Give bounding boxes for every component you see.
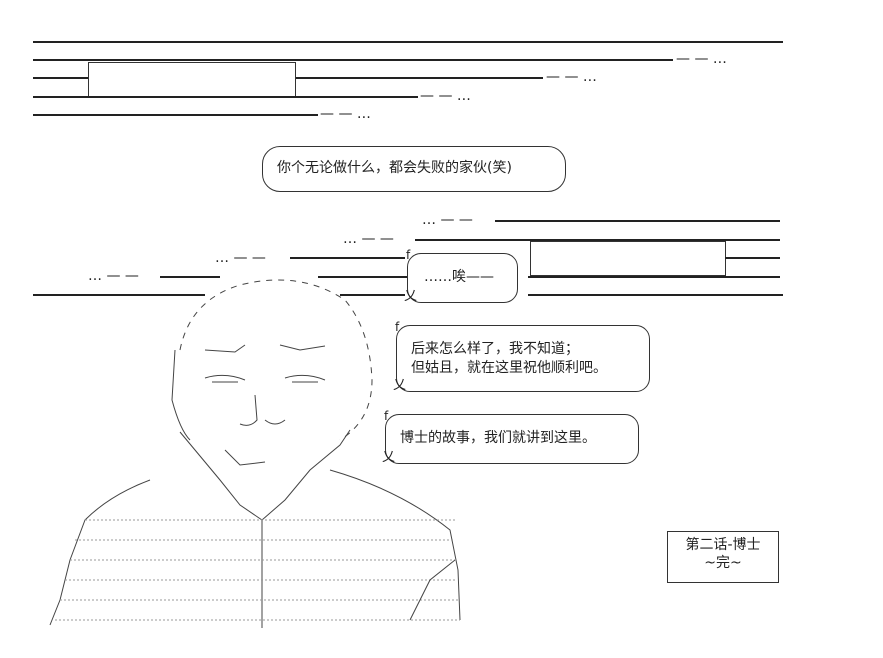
- divider-line: [33, 59, 673, 61]
- ellipsis-text: … — —: [215, 250, 266, 266]
- ellipsis-text: — — …: [420, 88, 471, 104]
- divider-line: [33, 294, 205, 296]
- divider-line: [33, 96, 418, 98]
- bubble-text: 博士的故事，我们就讲到这里。: [400, 430, 596, 446]
- divider-line: [318, 276, 408, 278]
- panel-box: [530, 241, 726, 276]
- ellipsis-text: — — …: [320, 106, 371, 122]
- bubble-tail-icon: 乂: [382, 450, 396, 465]
- divider-line: [33, 114, 318, 116]
- divider-line: [160, 276, 220, 278]
- bubble-text: 但姑且，就在这里祝他顺利吧。: [411, 360, 607, 376]
- bubble-mark-icon: f: [406, 248, 411, 262]
- divider-line: [495, 220, 780, 222]
- speech-bubble-main: 你个无论做什么，都会失败的家伙(笑): [262, 146, 566, 192]
- ellipsis-text: … — —: [343, 231, 394, 247]
- chapter-title: 第二话-博士: [685, 537, 761, 553]
- bubble-tail-icon: 乂: [404, 289, 418, 304]
- divider-line: [528, 294, 783, 296]
- chapter-end-label: ~完~: [704, 555, 742, 571]
- bubble-mark-icon: f: [384, 409, 389, 423]
- divider-line: [528, 276, 780, 278]
- divider-line: [290, 257, 405, 259]
- divider-line: [415, 239, 780, 241]
- speech-bubble-sigh: f ……唉—— 乂: [404, 248, 518, 304]
- bubble-tail-icon: 乂: [393, 378, 407, 393]
- ellipsis-text: … — —: [422, 212, 473, 228]
- bubble-text: ……唉——: [424, 269, 494, 285]
- ellipsis-text: — — …: [546, 69, 597, 85]
- speech-bubble-closing: f 博士的故事，我们就讲到这里。 乂: [382, 409, 639, 465]
- ellipsis-text: … — —: [88, 268, 139, 284]
- speech-bubble-narration: f 后来怎么样了，我不知道； 但姑且，就在这里祝他顺利吧。 乂: [393, 320, 650, 393]
- divider-line: [340, 294, 405, 296]
- bubble-mark-icon: f: [395, 320, 400, 334]
- ellipsis-text: — — …: [676, 51, 727, 67]
- divider-line: [725, 257, 780, 259]
- bubble-text: 后来怎么样了，我不知道；: [411, 341, 579, 357]
- chapter-end-box: 第二话-博士 ~完~: [667, 531, 779, 583]
- bubble-text: 你个无论做什么，都会失败的家伙(笑): [277, 160, 512, 176]
- divider-line: [33, 41, 783, 43]
